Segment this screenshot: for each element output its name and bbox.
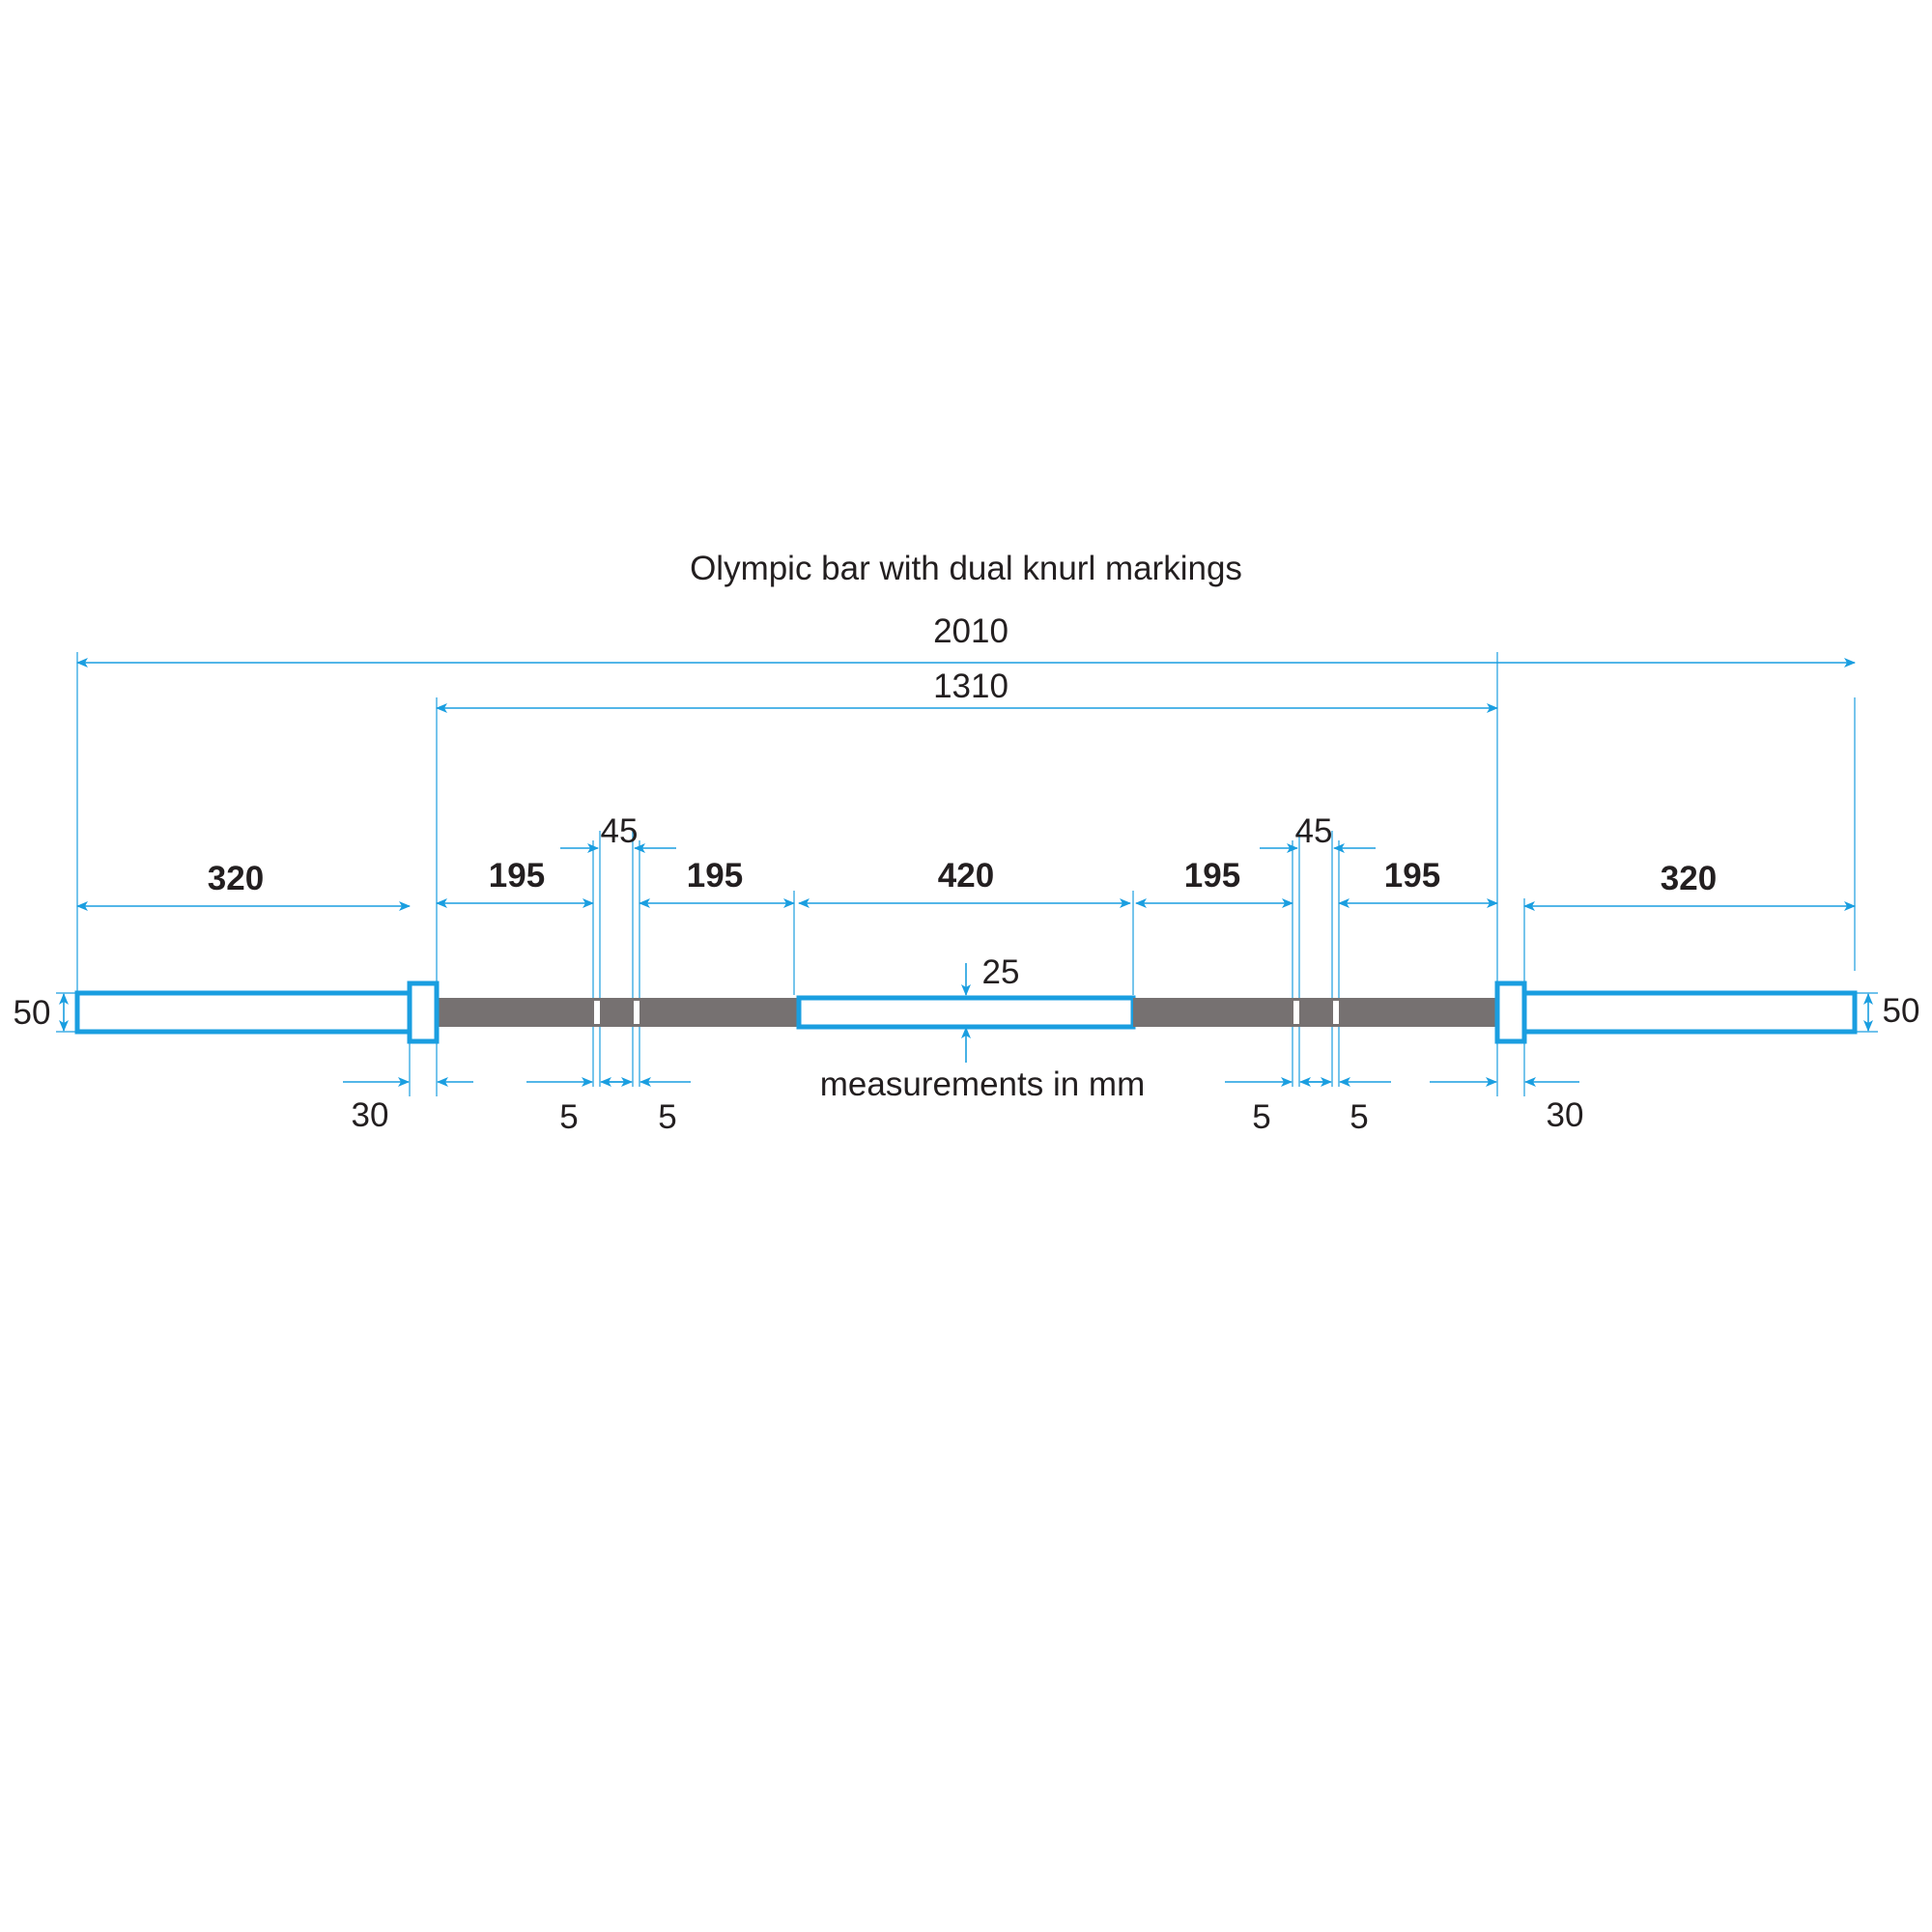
- right-outer-knurl-label: 195: [1384, 857, 1440, 895]
- overall-length-label: 2010: [933, 612, 1009, 650]
- center-smooth-label: 420: [938, 857, 994, 895]
- right-knurl-mark-2: [1333, 1001, 1339, 1024]
- barbell: [74, 980, 1858, 1044]
- left-inner-knurl-label: 195: [687, 857, 743, 895]
- sleeve-right: [1521, 990, 1858, 1035]
- sleeve-right-diameter-label: 50: [1883, 992, 1920, 1030]
- left-knurl-mark-2: [634, 1001, 639, 1024]
- collar-left: [407, 980, 440, 1044]
- collar-right-label: 30: [1547, 1096, 1584, 1134]
- sleeve-left: [74, 990, 412, 1035]
- right-knurl-mark-1: [1293, 1001, 1299, 1024]
- mark-width-1-label: 5: [559, 1098, 578, 1136]
- left-outer-knurl-label: 195: [489, 857, 545, 895]
- diagram-title: Olympic bar with dual knurl markings: [690, 550, 1242, 587]
- sleeve-left-label: 320: [208, 860, 264, 897]
- sleeve-left-diameter-label: 50: [14, 994, 51, 1032]
- shaft-length-label: 1310: [933, 668, 1009, 705]
- left-knurl: [437, 998, 799, 1027]
- sleeve-right-label: 320: [1661, 860, 1717, 897]
- center-smooth-section: [796, 995, 1136, 1030]
- sleeve-left-diameter-dimension: [56, 992, 77, 1033]
- units-note: measurements in mm: [820, 1065, 1145, 1103]
- mark-width-3-label: 5: [1252, 1098, 1270, 1136]
- collar-left-label: 30: [352, 1096, 389, 1134]
- right-knurl: [1133, 998, 1497, 1027]
- collar-right: [1494, 980, 1527, 1044]
- left-knurl-mark-1: [594, 1001, 600, 1024]
- mark-width-2-label: 5: [658, 1098, 676, 1136]
- shaft-diameter-label: 25: [982, 953, 1020, 991]
- right-inner-knurl-label: 195: [1184, 857, 1240, 895]
- left-mark-gap-label: 45: [601, 812, 639, 850]
- mark-width-4-label: 5: [1350, 1098, 1368, 1136]
- right-mark-gap-label: 45: [1295, 812, 1333, 850]
- sleeve-right-diameter-dimension: [1855, 992, 1878, 1033]
